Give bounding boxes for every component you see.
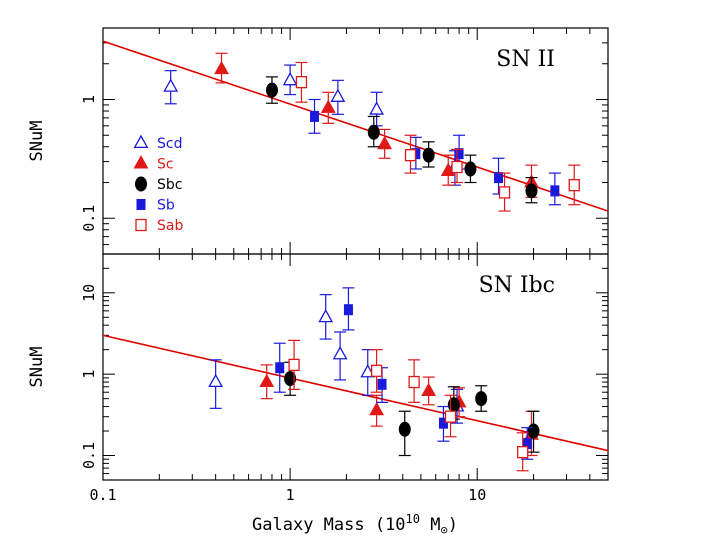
y-tick-label: 0.1 [80, 205, 98, 232]
legend-marker-sab [135, 218, 147, 232]
data-point [318, 308, 334, 323]
data-point [360, 364, 376, 378]
data-point [464, 161, 477, 177]
series-scd [208, 294, 465, 424]
data-point [163, 78, 179, 92]
data-point [332, 346, 348, 360]
plot-frame [102, 253, 609, 481]
data-point [398, 421, 411, 437]
data-point [369, 401, 385, 416]
series-sbc [265, 76, 538, 204]
y-axis-title: SNuM [27, 121, 47, 162]
y-tick-label: 1 [80, 370, 98, 379]
data-point [517, 445, 529, 459]
y-tick-label: 1 [80, 95, 98, 104]
data-point [208, 373, 224, 388]
data-point [265, 82, 278, 98]
series-sab [295, 61, 581, 212]
data-point [275, 362, 285, 374]
data-point [214, 60, 229, 75]
data-point [525, 183, 538, 199]
data-point [494, 172, 504, 184]
x-axis-title: Galaxy Mass (1010 M⊙) [252, 512, 458, 537]
data-point [404, 148, 417, 162]
data-point [295, 75, 308, 89]
y-tick-label: 10 [80, 284, 98, 302]
y-tick-label: 0.1 [80, 442, 98, 469]
legend-marker-sc [133, 155, 149, 169]
data-point [498, 186, 511, 199]
data-point [330, 88, 346, 102]
series-scd [163, 64, 463, 186]
panel-title: SN Ibc [479, 273, 555, 298]
legend-marker-scd [133, 134, 149, 148]
data-point [444, 410, 457, 423]
legend-label-sab: Sab [157, 218, 183, 234]
data-point [284, 371, 297, 387]
legend-label-sb: Sb [157, 198, 175, 214]
data-point [550, 185, 560, 197]
data-point [377, 378, 387, 390]
fit-line [103, 40, 608, 212]
data-point [408, 375, 420, 389]
data-point [309, 110, 319, 122]
legend-label-sc: Sc [157, 157, 174, 173]
data-point [527, 423, 540, 439]
data-point [422, 147, 435, 163]
data-point [377, 135, 393, 150]
fit-line [103, 334, 608, 452]
data-point [369, 101, 385, 115]
legend-marker-sbc [135, 176, 147, 192]
y-axis-title: SNuM [27, 347, 47, 388]
x-tick-label: 10 [468, 486, 486, 504]
legend-label-sbc: Sbc [157, 177, 182, 193]
data-point [343, 304, 353, 316]
data-point [475, 391, 488, 407]
data-point [438, 417, 448, 429]
panel-title: SN II [496, 47, 555, 72]
x-tick-label: 1 [286, 486, 295, 504]
x-tick-label: 0.1 [89, 486, 116, 504]
data-point [282, 71, 298, 86]
series-sb [308, 98, 561, 206]
series-sc [259, 364, 539, 457]
data-point [421, 382, 437, 397]
data-point [454, 148, 464, 160]
data-point [451, 160, 463, 174]
data-point [259, 373, 275, 388]
data-point [568, 178, 580, 192]
series-sab [288, 339, 529, 472]
data-point [288, 358, 300, 372]
data-point [367, 124, 380, 140]
series-sc [214, 52, 539, 198]
legend-marker-sb [136, 199, 146, 210]
data-point [320, 99, 336, 113]
legend-label-scd: Scd [157, 136, 182, 152]
data-point [370, 364, 383, 377]
